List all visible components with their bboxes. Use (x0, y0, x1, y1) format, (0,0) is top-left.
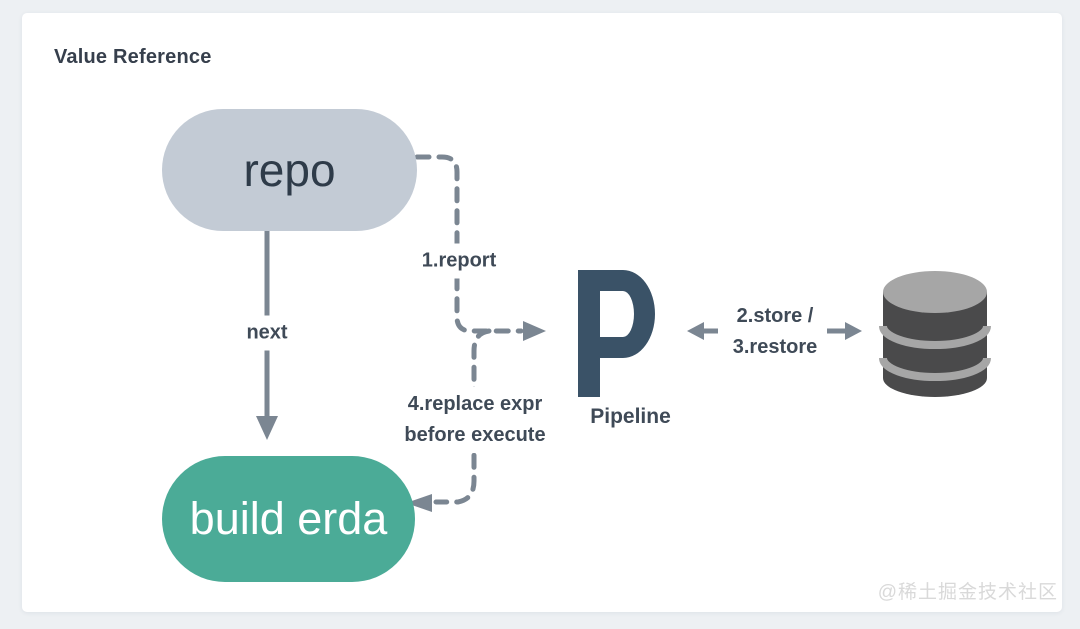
edge-store-restore-left-arrow (687, 322, 718, 340)
edge-store-label-line1: 2.store / (736, 305, 814, 327)
edge-replace-label-line2: before execute (404, 424, 546, 446)
diagram-canvas (256, 154, 991, 512)
edge-replace-label: 4.replace expr before execute (398, 387, 552, 453)
node-build-erda: build erda (162, 456, 415, 582)
diagram-card: Value Reference (22, 13, 1062, 612)
node-repo: repo (162, 109, 417, 231)
database-cylinder-icon (879, 271, 991, 397)
edge-next-label: next (240, 315, 294, 351)
edge-store-restore-right-arrow (827, 322, 862, 340)
node-pipeline-caption: Pipeline (590, 405, 671, 428)
node-build-erda-label: build erda (189, 493, 388, 544)
edge-report-label: 1.report (415, 243, 503, 279)
page-title: Value Reference (54, 46, 212, 68)
edge-restore-label-line2: 3.restore (732, 336, 818, 358)
edge-replace-arrowhead (406, 494, 432, 512)
pipeline-logo (578, 270, 655, 397)
edge-replace-arrow (433, 328, 492, 505)
watermark: @稀土掘金技术社区 (877, 582, 1058, 603)
edge-store-restore-label: 2.store / 3.restore (726, 299, 824, 365)
edge-replace-label-line1: 4.replace expr (407, 393, 543, 415)
edge-report-arrowhead (523, 321, 546, 341)
node-repo-label: repo (243, 144, 336, 196)
